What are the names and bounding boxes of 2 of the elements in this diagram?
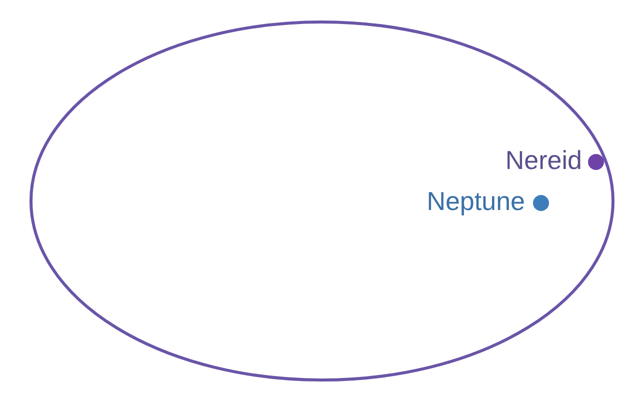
moon-label: Nereid [505,145,582,175]
planet-label: Neptune [426,186,525,216]
